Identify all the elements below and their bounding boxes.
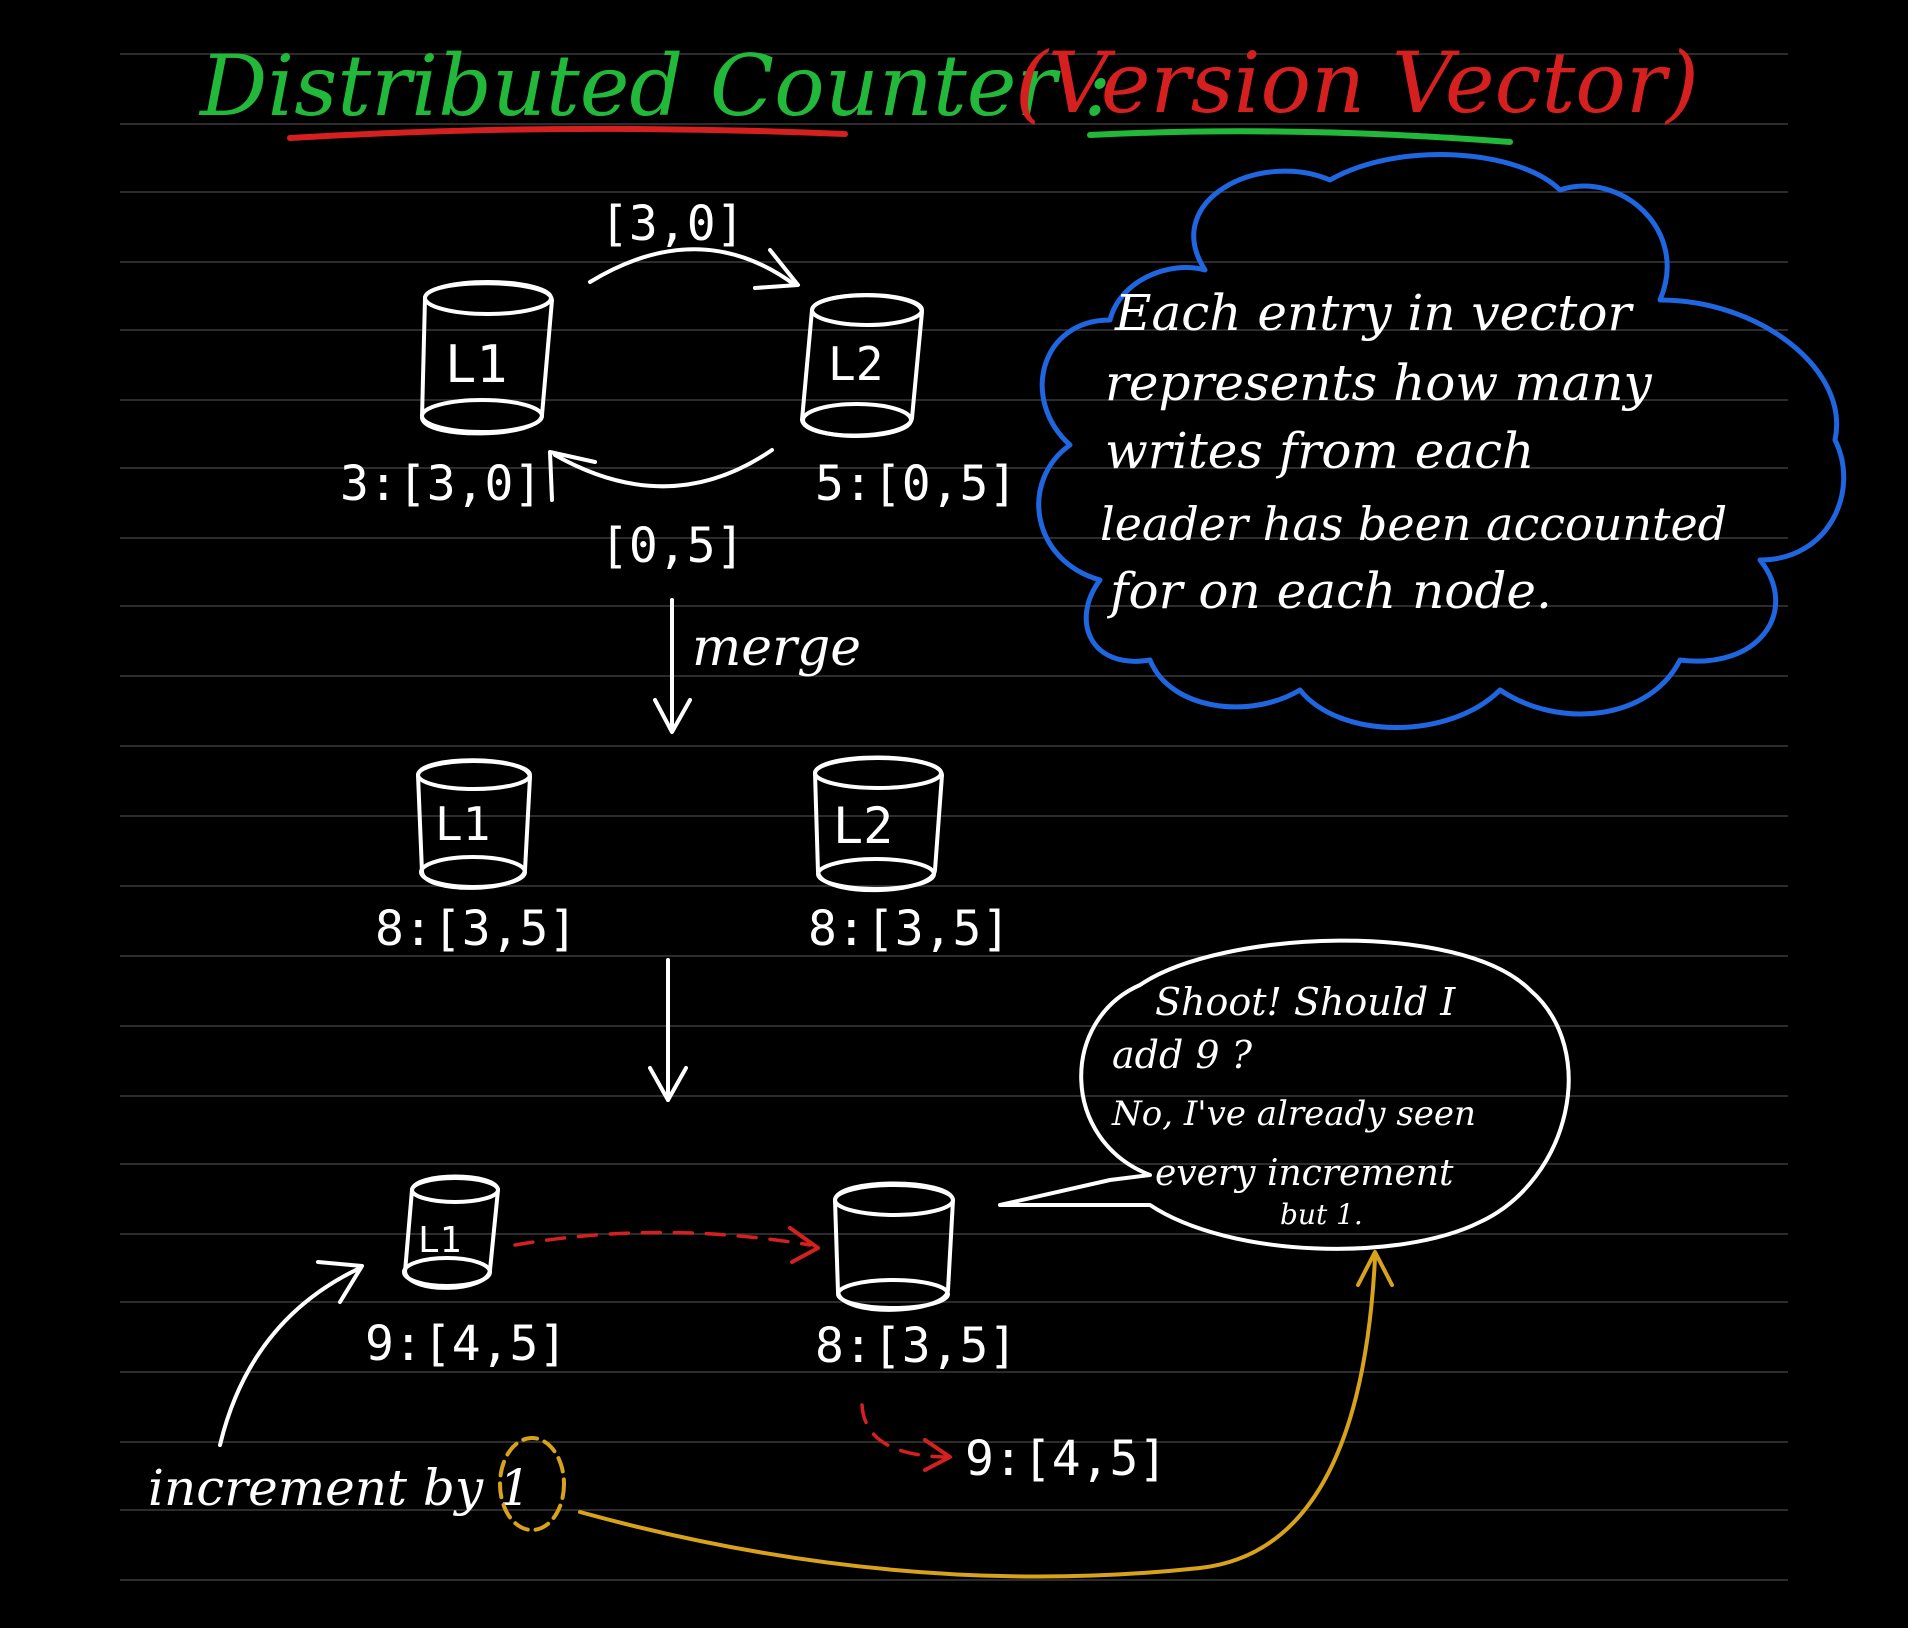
update-arrow — [860, 1403, 947, 1459]
arrow-l1-to-l2 — [588, 247, 797, 287]
l2-state-stage3: 8:[3,5] — [815, 1318, 1017, 1374]
highlight-circle — [498, 1436, 566, 1532]
l2-new-state: 9:[4,5] — [965, 1431, 1167, 1487]
replication-arrow — [513, 1230, 812, 1247]
cylinder-bottom — [420, 398, 544, 434]
arrowhead — [648, 1066, 688, 1102]
node-label: L2 — [828, 337, 883, 391]
node-l1-stage1: L1 — [419, 280, 555, 436]
stage-2: L1 L2 8:[3,5] 8:[3,5] — [375, 755, 1010, 957]
arrow-l2-to-l1 — [553, 448, 774, 489]
arrowhead — [316, 1260, 364, 1304]
node-l1-stage2: L1 — [415, 758, 533, 890]
bubble-line-1: Shoot! Should I — [1155, 980, 1456, 1024]
arrowhead — [923, 1438, 952, 1472]
l2-state-stage1: 5:[0,5] — [815, 456, 1017, 512]
node-label: L1 — [445, 335, 508, 395]
bubble-line-3: No, I've already seen — [1111, 1094, 1476, 1134]
title-version-vector: (Version Vector) — [1015, 34, 1699, 132]
bubble-outline — [998, 938, 1571, 1251]
cylinder-top — [833, 1183, 955, 1217]
arrowhead — [753, 248, 800, 290]
cylinder-bottom — [801, 402, 913, 438]
bubble-line-4: every increment — [1155, 1153, 1454, 1194]
node-l2-stage3 — [832, 1181, 956, 1312]
arrowhead — [1356, 1250, 1394, 1287]
send-bottom-label: [0,5] — [600, 518, 745, 574]
l1-state-stage3: 9:[4,5] — [365, 1316, 567, 1372]
cloud-shape — [1036, 152, 1847, 730]
cylinder-bottom — [816, 857, 936, 891]
cylinder-bottom — [419, 855, 527, 889]
arrowhead — [548, 450, 597, 502]
cloud-note: Each entry in vector represents how many… — [1036, 152, 1847, 730]
l2-state-stage2: 8:[3,5] — [808, 901, 1010, 957]
node-label: L2 — [833, 797, 893, 855]
node-label: L1 — [418, 1220, 461, 1261]
cylinder-bottom — [402, 1256, 492, 1288]
cloud-line-1: Each entry in vector — [1114, 284, 1634, 342]
gold-arrow — [578, 1256, 1377, 1579]
cylinder-top — [416, 759, 532, 791]
title: Distributed Counter : (Version Vector) — [198, 34, 1699, 145]
cylinder-top — [810, 293, 924, 327]
arrowhead — [788, 1226, 820, 1264]
cloud-line-4: leader has been accounted — [1100, 497, 1727, 551]
stage-1: L1 L2 [3,0] [0,5] 3:[3,0] 5:[0,5] — [340, 196, 1017, 574]
bubble-line-2: add 9 ? — [1112, 1033, 1253, 1077]
step-arrow — [648, 958, 688, 1102]
bubble-line-5: but 1. — [1280, 1198, 1363, 1231]
arrowhead — [653, 698, 692, 734]
increment-label: increment by 1 — [148, 1459, 531, 1517]
cylinder-top — [423, 280, 553, 316]
cylinder-bottom — [836, 1278, 950, 1310]
title-distributed-counter: Distributed Counter : — [198, 37, 1112, 135]
cylinder-top — [813, 756, 943, 790]
cloud-line-2: represents how many — [1105, 354, 1653, 412]
node-l1-stage3: L1 — [402, 1174, 501, 1290]
cloud-line-5: for on each node. — [1106, 562, 1552, 620]
l1-state-stage1: 3:[3,0] — [340, 456, 542, 512]
ruled-lines — [120, 53, 1788, 1581]
node-l2-stage1: L2 — [799, 293, 925, 438]
title-underline-red — [287, 125, 848, 141]
cylinder-top — [410, 1176, 500, 1204]
merge-label: merge — [692, 618, 861, 678]
stage-3: L1 9:[4,5] 8:[3,5] 9:[4,5] increment by … — [148, 1174, 1394, 1579]
title-underline-green — [1087, 128, 1513, 145]
node-l2-stage2: L2 — [812, 755, 945, 893]
increment-arrow — [218, 1266, 362, 1447]
speech-bubble: Shoot! Should I add 9 ? No, I've already… — [998, 938, 1571, 1251]
node-label: L1 — [435, 797, 490, 851]
send-top-label: [3,0] — [600, 196, 745, 252]
cloud-line-3: writes from each — [1105, 422, 1534, 480]
l1-state-stage2: 8:[3,5] — [375, 901, 577, 957]
merge-step: merge — [653, 598, 861, 734]
